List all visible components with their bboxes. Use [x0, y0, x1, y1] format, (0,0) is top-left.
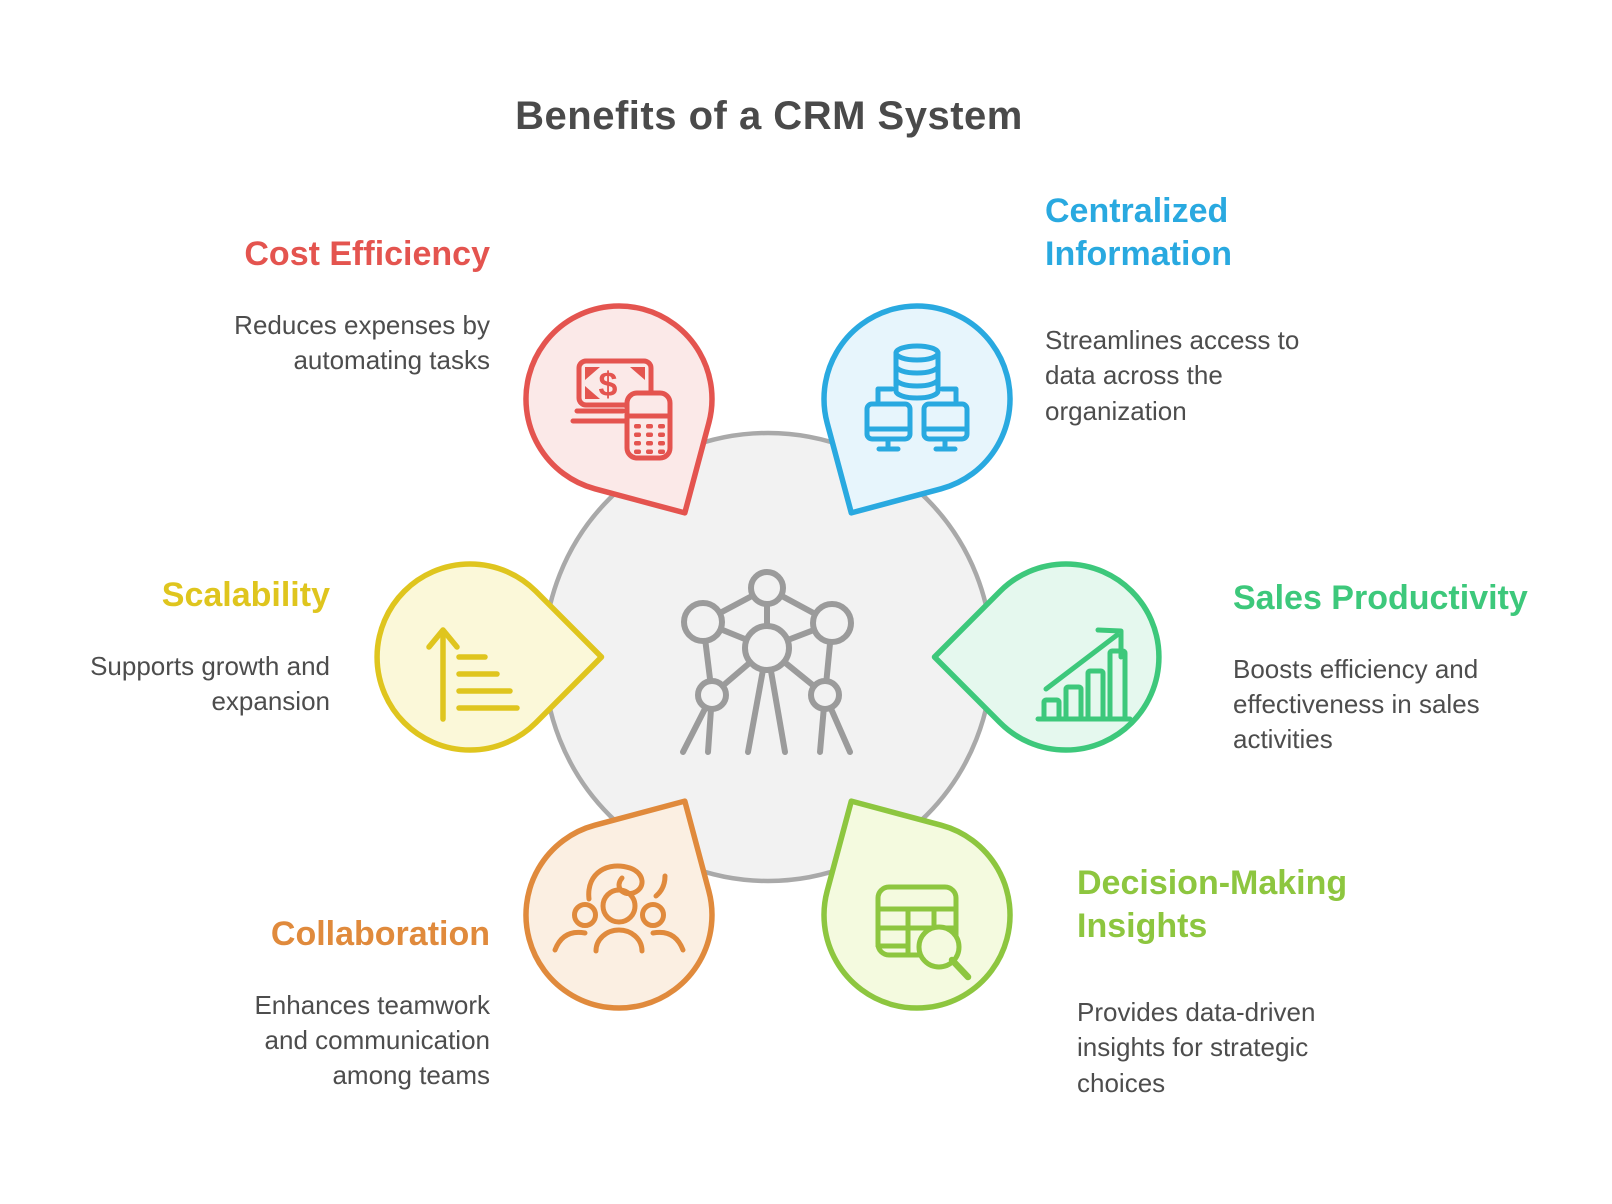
benefit-block-decision-making-insights: Decision-Making Insights Provides data-d…	[1077, 862, 1437, 1101]
petal-decision-making-insights	[821, 798, 1013, 1011]
growth-arrow-icon	[426, 627, 520, 722]
growth-chart-icon	[1035, 627, 1133, 722]
benefit-description-scalability: Supports growth and expansion	[90, 650, 330, 716]
petal-scalability	[374, 561, 605, 753]
svg-text:$: $	[599, 366, 618, 404]
benefit-title-decision-making-insights: Decision-Making Insights	[1077, 864, 1348, 945]
benefit-title-cost-efficiency: Cost Efficiency	[244, 235, 490, 273]
benefit-description-sales-productivity: Boosts efficiency and effectiveness in s…	[1233, 653, 1480, 755]
benefit-title-collaboration: Collaboration	[270, 915, 490, 953]
database-monitors-icon	[864, 343, 970, 452]
benefit-title-centralized-information: Centralized Information	[1045, 192, 1232, 273]
benefit-title-scalability: Scalability	[161, 576, 330, 614]
benefit-title-sales-productivity: Sales Productivity	[1233, 579, 1528, 617]
benefit-description-centralized-information: Streamlines access to data across the or…	[1045, 325, 1300, 426]
benefit-block-collaboration: Collaboration Enhances teamwork and comm…	[220, 913, 490, 1094]
benefit-description-collaboration: Enhances teamwork and communication amon…	[254, 989, 490, 1091]
page-title: Benefits of a CRM System	[515, 94, 1023, 138]
team-hands-icon	[552, 863, 686, 954]
benefit-block-centralized-information: Centralized Information Streamlines acce…	[1045, 190, 1357, 429]
benefit-block-cost-efficiency: Cost Efficiency Reduces expenses by auto…	[190, 233, 490, 378]
petal-centralized-information	[821, 303, 1013, 516]
table-magnifier-icon	[875, 884, 972, 981]
benefit-description-cost-efficiency: Reduces expenses by automating tasks	[234, 309, 490, 375]
benefit-description-decision-making-insights: Provides data-driven insights for strate…	[1077, 997, 1316, 1098]
benefit-block-sales-productivity: Sales Productivity Boosts efficiency and…	[1233, 577, 1578, 758]
money-calculator-icon: $	[570, 358, 673, 461]
network-icon	[680, 569, 854, 755]
benefit-block-scalability: Scalability Supports growth and expansio…	[50, 574, 330, 719]
